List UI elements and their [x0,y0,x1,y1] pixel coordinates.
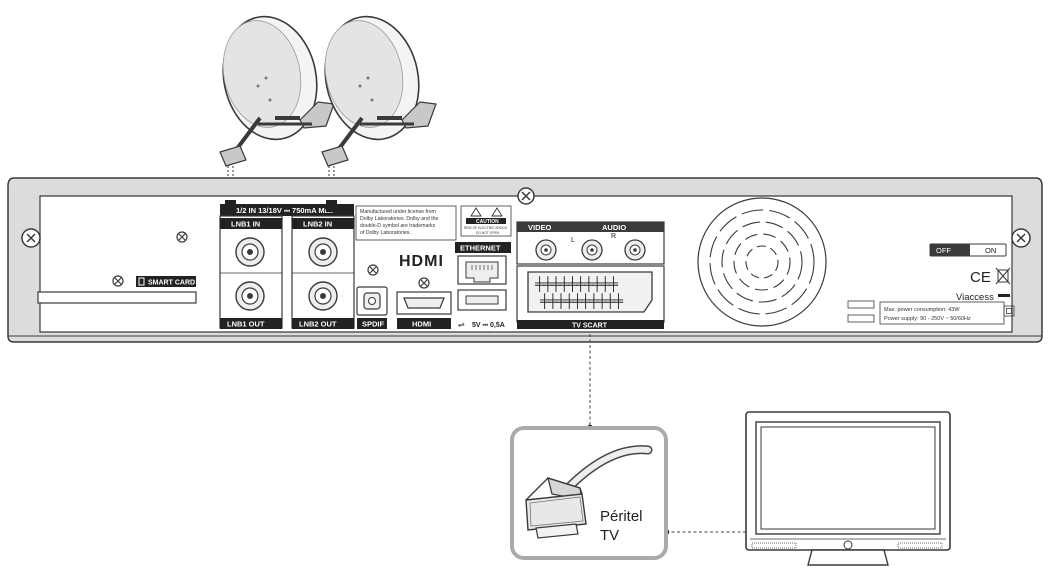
dolby-line-2: Dolby Laboratories. Dolby and the [360,216,439,222]
dolby-line-3: double-D symbol are trademarks [360,223,436,229]
svg-text:╪╪╪╪╪╪╪╪╪╪: ╪╪╪╪╪╪╪╪╪╪ [534,276,619,292]
lnb1-out-label: LNB1 OUT [227,320,265,329]
hdmi-port[interactable] [396,291,452,315]
switch-off-label: OFF [936,246,951,255]
hdmi-logo: HDMI [399,253,444,270]
audio-left-rca-port[interactable] [581,239,603,261]
screw-icon [21,187,1031,289]
power-consumption-text: Max. power consumption: 43W [884,307,960,313]
audio-right-rca-port[interactable] [624,239,646,261]
viaccess-logo: Viaccess [956,292,994,303]
audio-label: AUDIO [602,223,626,232]
spdif-label: SPDIF [362,320,385,329]
switch-on-label: ON [985,246,996,255]
lnb2-out-port[interactable] [308,281,338,311]
lnb1-out-port[interactable] [235,281,265,311]
lnb2-out-label: LNB2 OUT [299,320,337,329]
dolby-line-4: of Dolby Laboratories. [360,230,411,236]
dolby-line-1: Manufactured under license from [360,209,436,215]
lnb-header-label: 1/2 IN 13/18V ⎓ 750mA Max [236,206,334,215]
audio-left-label: L [571,237,575,244]
satellite-dish-2 [321,15,437,167]
caution-title: CAUTION [476,219,499,225]
ethernet-port[interactable] [457,255,507,285]
usb-power-label: 5V ⎓ 0,5A [472,322,505,329]
lightning-icon [491,207,503,217]
lnb2-in-label: LNB2 IN [303,220,332,229]
fan-grille [697,197,827,327]
dolby-notice: Manufactured under license from Dolby La… [355,205,457,241]
audio-right-label: R [611,233,616,240]
weee-bin-icon [995,267,1011,285]
satellite-dish-1 [219,15,335,167]
lnb1-in-label: LNB1 IN [231,220,260,229]
coax-plug [225,200,337,212]
caution-line-1: RISK OF ELECTRIC SHOCK [464,226,508,230]
television [745,411,951,566]
power-info: Max. power consumption: 43W Power supply… [847,300,1015,325]
smart-card-label: SMART CARD [148,280,195,287]
lnb1-in-port[interactable] [235,237,265,267]
spdif-port[interactable] [356,286,388,316]
smart-card-slot[interactable]: SMART CARD [37,276,197,304]
video-rca-port[interactable] [535,239,557,261]
peritel-tv-label: TV [600,527,619,544]
peritel-label: Péritel [600,508,643,525]
usb-icon: ⇌ [458,320,465,329]
usb-port[interactable] [457,289,507,311]
svg-text:╪╪╪╪╪╪╪╪╪╪: ╪╪╪╪╪╪╪╪╪╪ [539,293,624,309]
power-switch[interactable]: OFF ON [929,243,1007,257]
ethernet-label: ETHERNET [460,244,501,253]
scart-cable-line [589,334,756,533]
caution-label: CAUTION RISK OF ELECTRIC SHOCK DO NOT OP… [460,205,512,237]
ce-mark: CE [970,269,991,286]
lnb2-in-port[interactable] [308,237,338,267]
tv-scart-port[interactable]: ╪╪╪╪╪╪╪╪╪╪ ╪╪╪╪╪╪╪╪╪╪ [516,265,665,323]
video-label: VIDEO [528,223,552,232]
hdmi-port-label: HDMI [412,320,431,329]
peritel-cable-box: Péritel TV [510,426,668,560]
tv-scart-label: TV SCART [572,323,608,330]
power-supply-text: Power supply: 90 - 250V ~ 50/60Hz [884,316,971,322]
warning-icon [470,207,482,217]
caution-line-2: DO NOT OPEN [476,231,500,235]
